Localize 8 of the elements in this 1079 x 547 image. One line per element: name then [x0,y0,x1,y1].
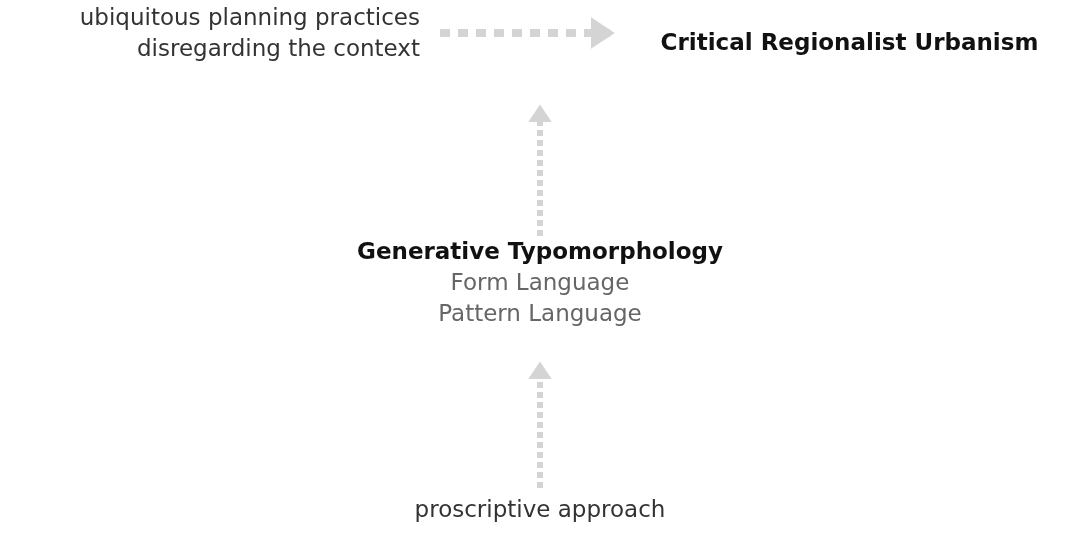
heading-text: Critical Regionalist Urbanism [660,28,1039,57]
label-text: Pattern Language [438,299,642,328]
label-text: proscriptive approach [414,495,666,524]
heading-text: Generative Typomorphology [357,237,723,266]
dashed-arrow [528,104,552,236]
label-text: Form Language [450,268,630,297]
dashed-arrow [528,361,552,488]
label-text: ubiquitous planning practices disregarding the context [78,3,420,63]
